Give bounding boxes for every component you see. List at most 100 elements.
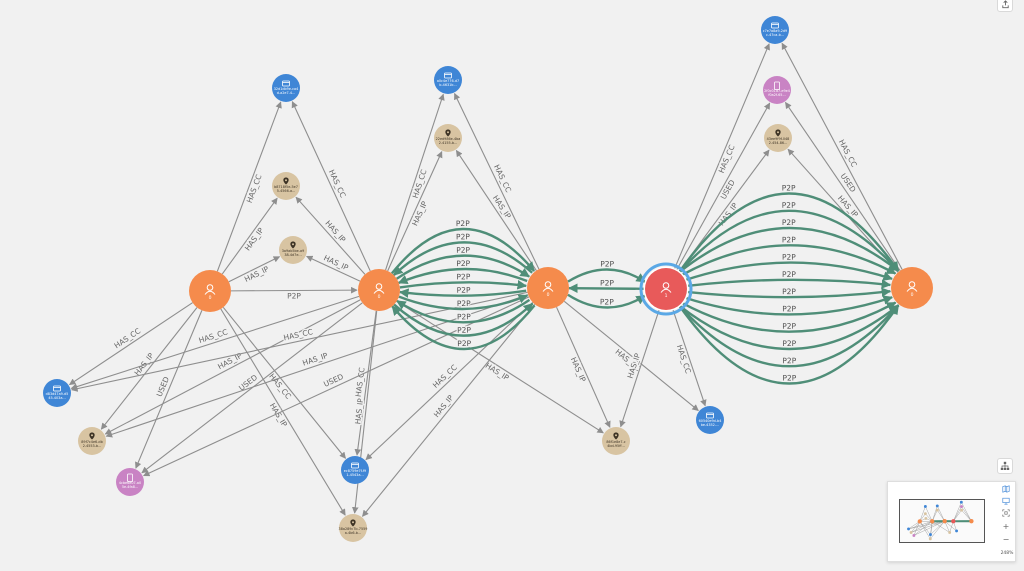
node-circle bbox=[116, 468, 144, 496]
relationship-edge[interactable] bbox=[354, 310, 377, 456]
p2p-edge[interactable] bbox=[399, 279, 528, 290]
p2p-edge[interactable] bbox=[681, 244, 897, 277]
relationship-edge[interactable] bbox=[221, 197, 278, 275]
relationship-edge[interactable] bbox=[68, 302, 193, 386]
relationship-edge[interactable] bbox=[306, 255, 361, 282]
edge-label: USED bbox=[839, 172, 858, 194]
p2p-edge[interactable] bbox=[678, 304, 900, 385]
p2p-edge[interactable] bbox=[684, 295, 893, 316]
relationship-edge[interactable] bbox=[563, 300, 699, 411]
minimap-node bbox=[907, 527, 910, 531]
node-caption: 1 bbox=[665, 293, 668, 299]
relationship-edge[interactable] bbox=[220, 308, 346, 516]
relationship-edge[interactable] bbox=[105, 294, 529, 438]
relationship-edge[interactable] bbox=[387, 151, 443, 272]
minimap-viewport[interactable] bbox=[899, 499, 985, 543]
p2p-edge[interactable] bbox=[686, 278, 892, 289]
relationship-edge[interactable] bbox=[104, 299, 361, 435]
p2p-edge[interactable] bbox=[567, 293, 646, 309]
p2p-edge[interactable] bbox=[393, 302, 534, 337]
p2p-edge[interactable] bbox=[678, 304, 900, 351]
zoom-out-button[interactable]: − bbox=[999, 535, 1013, 545]
p2p-edge[interactable] bbox=[684, 261, 893, 282]
p2p-edge[interactable] bbox=[391, 304, 536, 351]
edge-label: P2P bbox=[782, 373, 796, 382]
p2p-edge[interactable] bbox=[681, 301, 897, 333]
p2p-edge[interactable] bbox=[397, 267, 528, 285]
relationship-edge[interactable] bbox=[295, 196, 366, 275]
relationship-edge[interactable] bbox=[135, 310, 203, 469]
minimap-edge bbox=[908, 520, 945, 530]
relationship-edge[interactable] bbox=[672, 308, 707, 407]
relationship-edge[interactable] bbox=[100, 307, 198, 430]
relationship-edge[interactable] bbox=[675, 102, 771, 271]
person-node[interactable]: 0 bbox=[189, 270, 231, 312]
relationship-edge[interactable] bbox=[781, 42, 903, 270]
present-button[interactable] bbox=[999, 496, 1013, 506]
relationship-edge[interactable] bbox=[70, 295, 360, 390]
p2p-edge[interactable] bbox=[567, 268, 646, 283]
relationship-edge[interactable] bbox=[556, 306, 611, 428]
minimap-edge bbox=[908, 521, 933, 530]
relationship-edge[interactable] bbox=[291, 101, 371, 272]
p2p-edge[interactable] bbox=[678, 226, 900, 274]
person-node[interactable]: 0 bbox=[358, 269, 400, 311]
layout-button[interactable] bbox=[997, 458, 1013, 474]
relationship-edge[interactable] bbox=[385, 93, 445, 271]
p2p-edge[interactable] bbox=[396, 298, 531, 324]
p2p-edge[interactable] bbox=[686, 287, 892, 299]
person-node[interactable]: 1 bbox=[639, 262, 693, 316]
p2p-edge[interactable] bbox=[398, 294, 529, 311]
relationship-edge[interactable] bbox=[454, 92, 540, 270]
relationship-edge[interactable] bbox=[396, 300, 604, 434]
p2p-edge[interactable] bbox=[678, 209, 900, 274]
relationship-edge[interactable] bbox=[228, 256, 281, 283]
minimap-panel[interactable]: + − 248% bbox=[887, 481, 1016, 562]
relationship-edge[interactable] bbox=[455, 149, 537, 271]
p2p-edge[interactable] bbox=[396, 254, 530, 280]
relationship-edge[interactable] bbox=[222, 306, 346, 459]
minimap-edge bbox=[908, 521, 920, 530]
node-caption: 0 bbox=[378, 294, 381, 300]
relationship-edge[interactable] bbox=[619, 308, 660, 428]
relationship-edge[interactable] bbox=[230, 286, 358, 294]
p2p-edge[interactable] bbox=[678, 192, 900, 274]
person-node[interactable]: 0 bbox=[527, 267, 569, 309]
p2p-edge[interactable] bbox=[392, 241, 533, 276]
export-button[interactable] bbox=[997, 0, 1013, 12]
zoom-level: 248% bbox=[1000, 551, 1014, 556]
relationship-edge[interactable] bbox=[143, 296, 530, 477]
relationship-edge[interactable] bbox=[216, 101, 282, 272]
node-circle bbox=[763, 76, 791, 104]
minimap-toggle-button[interactable] bbox=[999, 484, 1013, 494]
p2p-edge[interactable] bbox=[678, 304, 900, 368]
relationship-edge[interactable] bbox=[673, 43, 770, 270]
p2p-edge[interactable] bbox=[398, 288, 527, 298]
zoom-in-button[interactable]: + bbox=[999, 522, 1013, 532]
fit-to-screen-button[interactable] bbox=[999, 508, 1013, 518]
relationship-edge[interactable] bbox=[362, 303, 536, 517]
person-node[interactable]: 0 bbox=[891, 267, 933, 309]
node-circle bbox=[434, 124, 462, 152]
edge-label: HAS_CC bbox=[198, 327, 229, 345]
relationship-edge[interactable] bbox=[784, 101, 901, 271]
relationship-edge[interactable] bbox=[365, 302, 534, 461]
p2p-edge[interactable] bbox=[390, 227, 536, 275]
p2p-edge[interactable] bbox=[568, 283, 645, 294]
